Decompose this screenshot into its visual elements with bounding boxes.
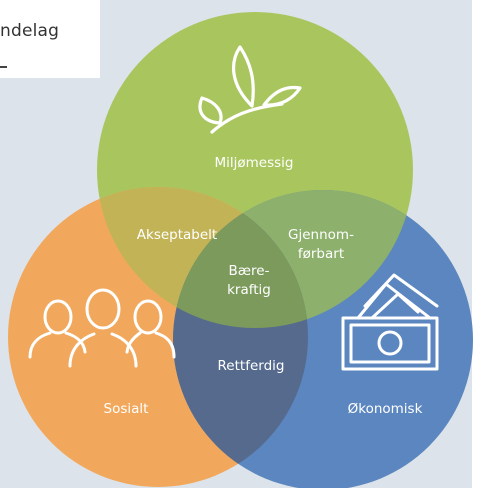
label-environmental: Miljømessig	[214, 155, 294, 171]
label-sustainable: Bære- kraftig	[227, 262, 271, 300]
leaves-icon	[198, 45, 302, 134]
label-social: Sosialt	[103, 401, 149, 417]
cropped-heading: ndelag	[0, 21, 60, 41]
label-fair: Rettferdig	[217, 358, 285, 374]
label-sustainable-line1: Bære-	[228, 263, 270, 279]
cropped-dash	[0, 66, 7, 68]
people-icon	[28, 288, 176, 368]
label-sustainable-line2: kraftig	[227, 282, 271, 298]
label-acceptable: Akseptabelt	[136, 227, 218, 243]
label-feasible-line2: førbart	[297, 246, 345, 262]
money-icon	[341, 273, 439, 371]
label-economic: Økonomisk	[347, 401, 423, 417]
right-edge-strip	[472, 0, 486, 488]
label-feasible-line1: Gjennom-	[288, 227, 354, 243]
cropped-text-box: ndelag	[0, 0, 100, 78]
label-feasible: Gjennom- førbart	[288, 226, 354, 264]
